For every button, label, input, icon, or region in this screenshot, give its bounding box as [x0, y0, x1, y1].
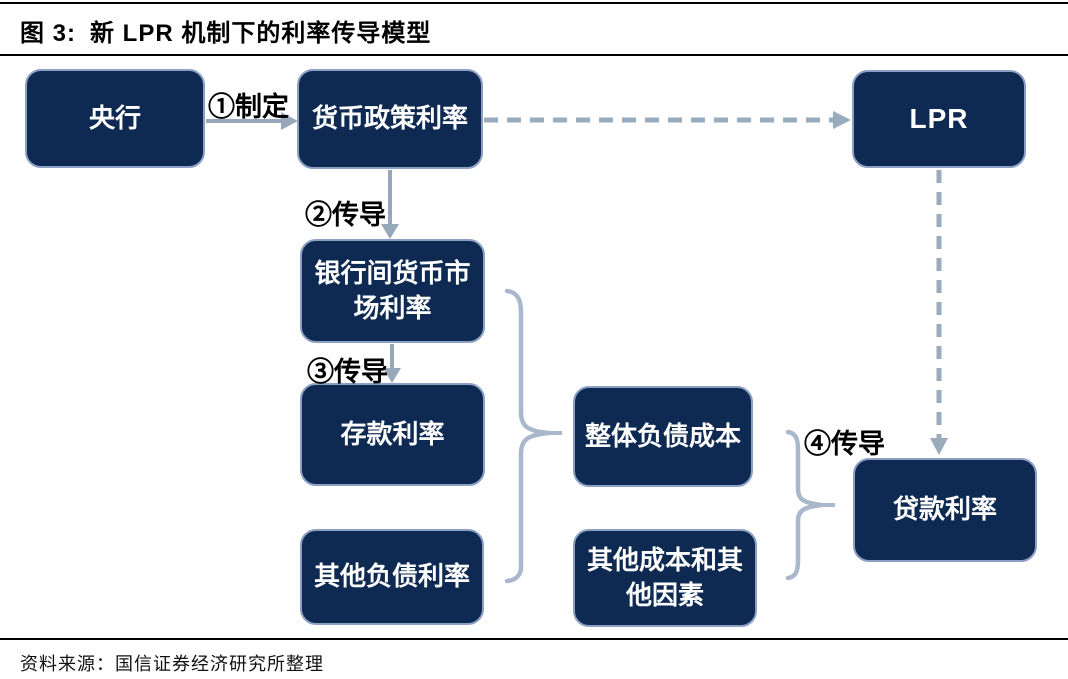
- step4-label: ④传导: [804, 429, 885, 459]
- node-monetary-policy-rate: 货币政策利率: [297, 69, 483, 169]
- node-other-cost-factors: 其他成本和其他因素: [573, 529, 757, 627]
- step3-label: ③传导: [307, 357, 388, 387]
- step2-label: ②传导: [305, 200, 386, 230]
- node-interbank-money-market-rate-label: 银行间货币市场利率: [314, 258, 471, 323]
- title-rule: [0, 54, 1068, 56]
- arrow-step1-icon: [206, 112, 298, 130]
- node-overall-liability-cost-label: 整体负债成本: [585, 421, 742, 451]
- node-monetary-policy-rate-label: 货币政策利率: [311, 104, 468, 134]
- step1-label: ①制定: [208, 92, 289, 122]
- node-loan-rate-label: 贷款利率: [892, 495, 997, 525]
- node-interbank-money-market-rate: 银行间货币市场利率: [300, 239, 485, 343]
- arrow-step2-icon: [381, 170, 399, 239]
- arrow-step3-icon: [383, 344, 401, 383]
- figure-title-text: 新 LPR 机制下的利率传导模型: [90, 20, 432, 47]
- node-other-liability-rate-label: 其他负债利率: [313, 562, 470, 592]
- top-rule: [0, 2, 1068, 4]
- brace-right-icon: [785, 429, 835, 581]
- node-central-bank: 央行: [25, 69, 205, 168]
- node-deposit-rate: 存款利率: [300, 383, 485, 486]
- brace-left-icon: [504, 288, 562, 584]
- node-loan-rate: 贷款利率: [853, 458, 1037, 562]
- node-overall-liability-cost: 整体负债成本: [573, 386, 753, 487]
- dashed-arrow-policy-to-lpr-icon: [484, 111, 851, 129]
- figure-title: 图 3: 新 LPR 机制下的利率传导模型: [20, 13, 431, 48]
- node-lpr: LPR: [852, 70, 1026, 168]
- source-note: 资料来源：国信证券经济研究所整理: [20, 654, 324, 674]
- dashed-arrow-lpr-to-loan-icon: [930, 170, 948, 455]
- node-deposit-rate-label: 存款利率: [340, 419, 445, 449]
- bottom-rule: [0, 638, 1068, 640]
- node-lpr-label: LPR: [909, 103, 969, 135]
- node-central-bank-label: 央行: [88, 103, 141, 133]
- node-other-cost-factors-label: 其他成本和其他因素: [586, 545, 743, 610]
- figure-number-label: 图 3:: [20, 20, 77, 47]
- node-other-liability-rate: 其他负债利率: [300, 529, 484, 625]
